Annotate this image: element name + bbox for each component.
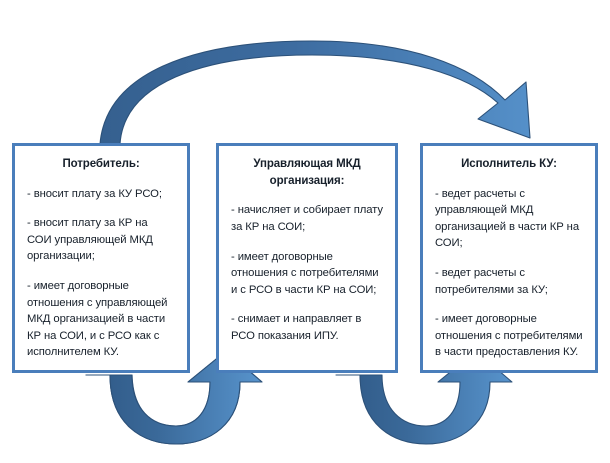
node-item: - вносит плату за КУ РСО; (27, 187, 162, 200)
node-box-consumer[interactable]: Потребитель: - вносит плату за КУ РСО; -… (12, 143, 190, 373)
node-item: - ведет расчеты с управляющей МКД органи… (435, 187, 580, 250)
node-item: - снимает и направляет в РСО показания И… (231, 313, 362, 342)
node-title-managing-organization: Управляющая МКД организация: (253, 158, 361, 187)
node-item: - имеет договорные отношения с потребите… (435, 313, 583, 359)
node-item: - вносит плату за КР на СОИ управляющей … (27, 217, 153, 263)
node-item: - имеет договорные отношения с управляющ… (27, 280, 168, 359)
node-item: - ведет расчеты с потребителями за КУ; (435, 267, 548, 296)
node-title-consumer: Потребитель: (62, 158, 140, 170)
node-box-executor[interactable]: Исполнитель КУ: - ведет расчеты с управл… (420, 143, 598, 373)
node-item: - начисляет и собирает плату за КР на СО… (231, 204, 383, 233)
node-item: - имеет договорные отношения с потребите… (231, 250, 379, 296)
node-title-executor: Исполнитель КУ: (461, 158, 557, 170)
arc-arrow-consumer-to-executor (99, 40, 531, 145)
node-box-managing-organization[interactable]: Управляющая МКД организация: - начисляет… (216, 143, 398, 373)
